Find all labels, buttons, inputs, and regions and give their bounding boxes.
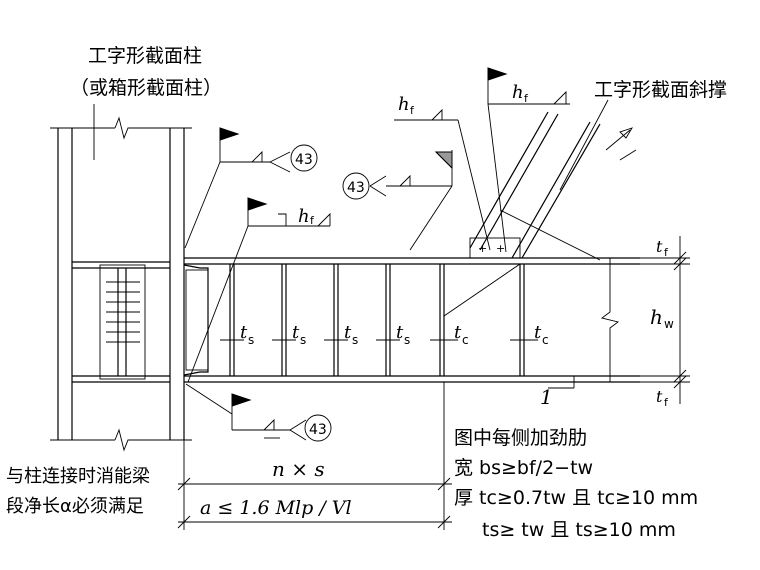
ts-label-3: t [344, 322, 352, 343]
rule-thickness: 厚 tc≥0.7tw 且 tc≥10 mm [454, 487, 698, 509]
brace-label: 工字形截面斜撑 [594, 79, 727, 101]
left-note-line2: 段净长α必须满足 [6, 496, 144, 517]
column [50, 116, 192, 452]
bolt-group [99, 264, 146, 380]
tc-label-2: t [534, 322, 542, 343]
ts-label-4: t [396, 322, 404, 343]
svg-text:+: + [496, 242, 505, 255]
hf-label-3: h [512, 82, 524, 103]
weld-symbol-top-left: 43 [184, 127, 318, 249]
hw-label: h [650, 305, 663, 329]
weld-symbol-hf-top: h f h f [394, 67, 570, 253]
tf-label-top: t [656, 237, 663, 256]
bottom-dimensions [177, 382, 452, 530]
tf-sub-bottom: f [664, 396, 669, 409]
mark-1: 1 [540, 385, 553, 409]
tc-sub-2: c [542, 333, 549, 347]
hf-sub-3: f [524, 92, 529, 105]
hf-label-2: h [398, 94, 410, 115]
rule-ts: ts≥ tw 且 ts≥10 mm [482, 519, 676, 541]
hf-label-1: h [298, 206, 310, 227]
ts-sub-1: s [248, 333, 254, 347]
link-beam [183, 257, 640, 383]
ts-sub-3: s [352, 333, 358, 347]
hw-sub: w [664, 317, 674, 331]
tf-sub-top: f [664, 246, 669, 259]
weld-ref-2: 43 [309, 422, 327, 438]
column-label-line1: 工字形截面柱 [88, 45, 202, 67]
a-rule-dimension: a ≤ 1.6 Mlp / Vl [200, 497, 352, 519]
svg-text:+: + [478, 242, 487, 255]
stiffener-labels: t s t s t s t s t c t c [220, 322, 549, 347]
hf-sub-1: f [310, 214, 315, 227]
left-note-line1: 与柱连接时消能梁 [6, 466, 150, 487]
weld-symbol-brace-left: 43 [342, 150, 453, 251]
note-title: 图中每侧加劲肋 [454, 427, 587, 449]
hf-sub-2: f [410, 104, 415, 117]
ts-label-1: t [240, 322, 248, 343]
ts-sub-4: s [404, 333, 410, 347]
weld-symbol-hf-left: h f [187, 197, 331, 383]
tc-label-1: t [454, 322, 462, 343]
nxs-dimension: n × s [272, 457, 325, 481]
rule-width: 宽 bs≥bf/2−tw [454, 457, 593, 479]
tf-label-bottom: t [656, 387, 663, 406]
column-label-line2: （或箱形截面柱） [70, 77, 222, 99]
diagonal-brace: + + [469, 111, 637, 261]
weld-symbol-bottom-left: 43 [185, 383, 332, 442]
weld-ref-3: 43 [347, 180, 365, 196]
right-dimensions: t f h w t f [640, 236, 690, 409]
ts-label-2: t [292, 322, 300, 343]
tc-sub-1: c [462, 333, 469, 347]
weld-ref-1: 43 [295, 152, 313, 168]
ts-sub-2: s [300, 333, 306, 347]
